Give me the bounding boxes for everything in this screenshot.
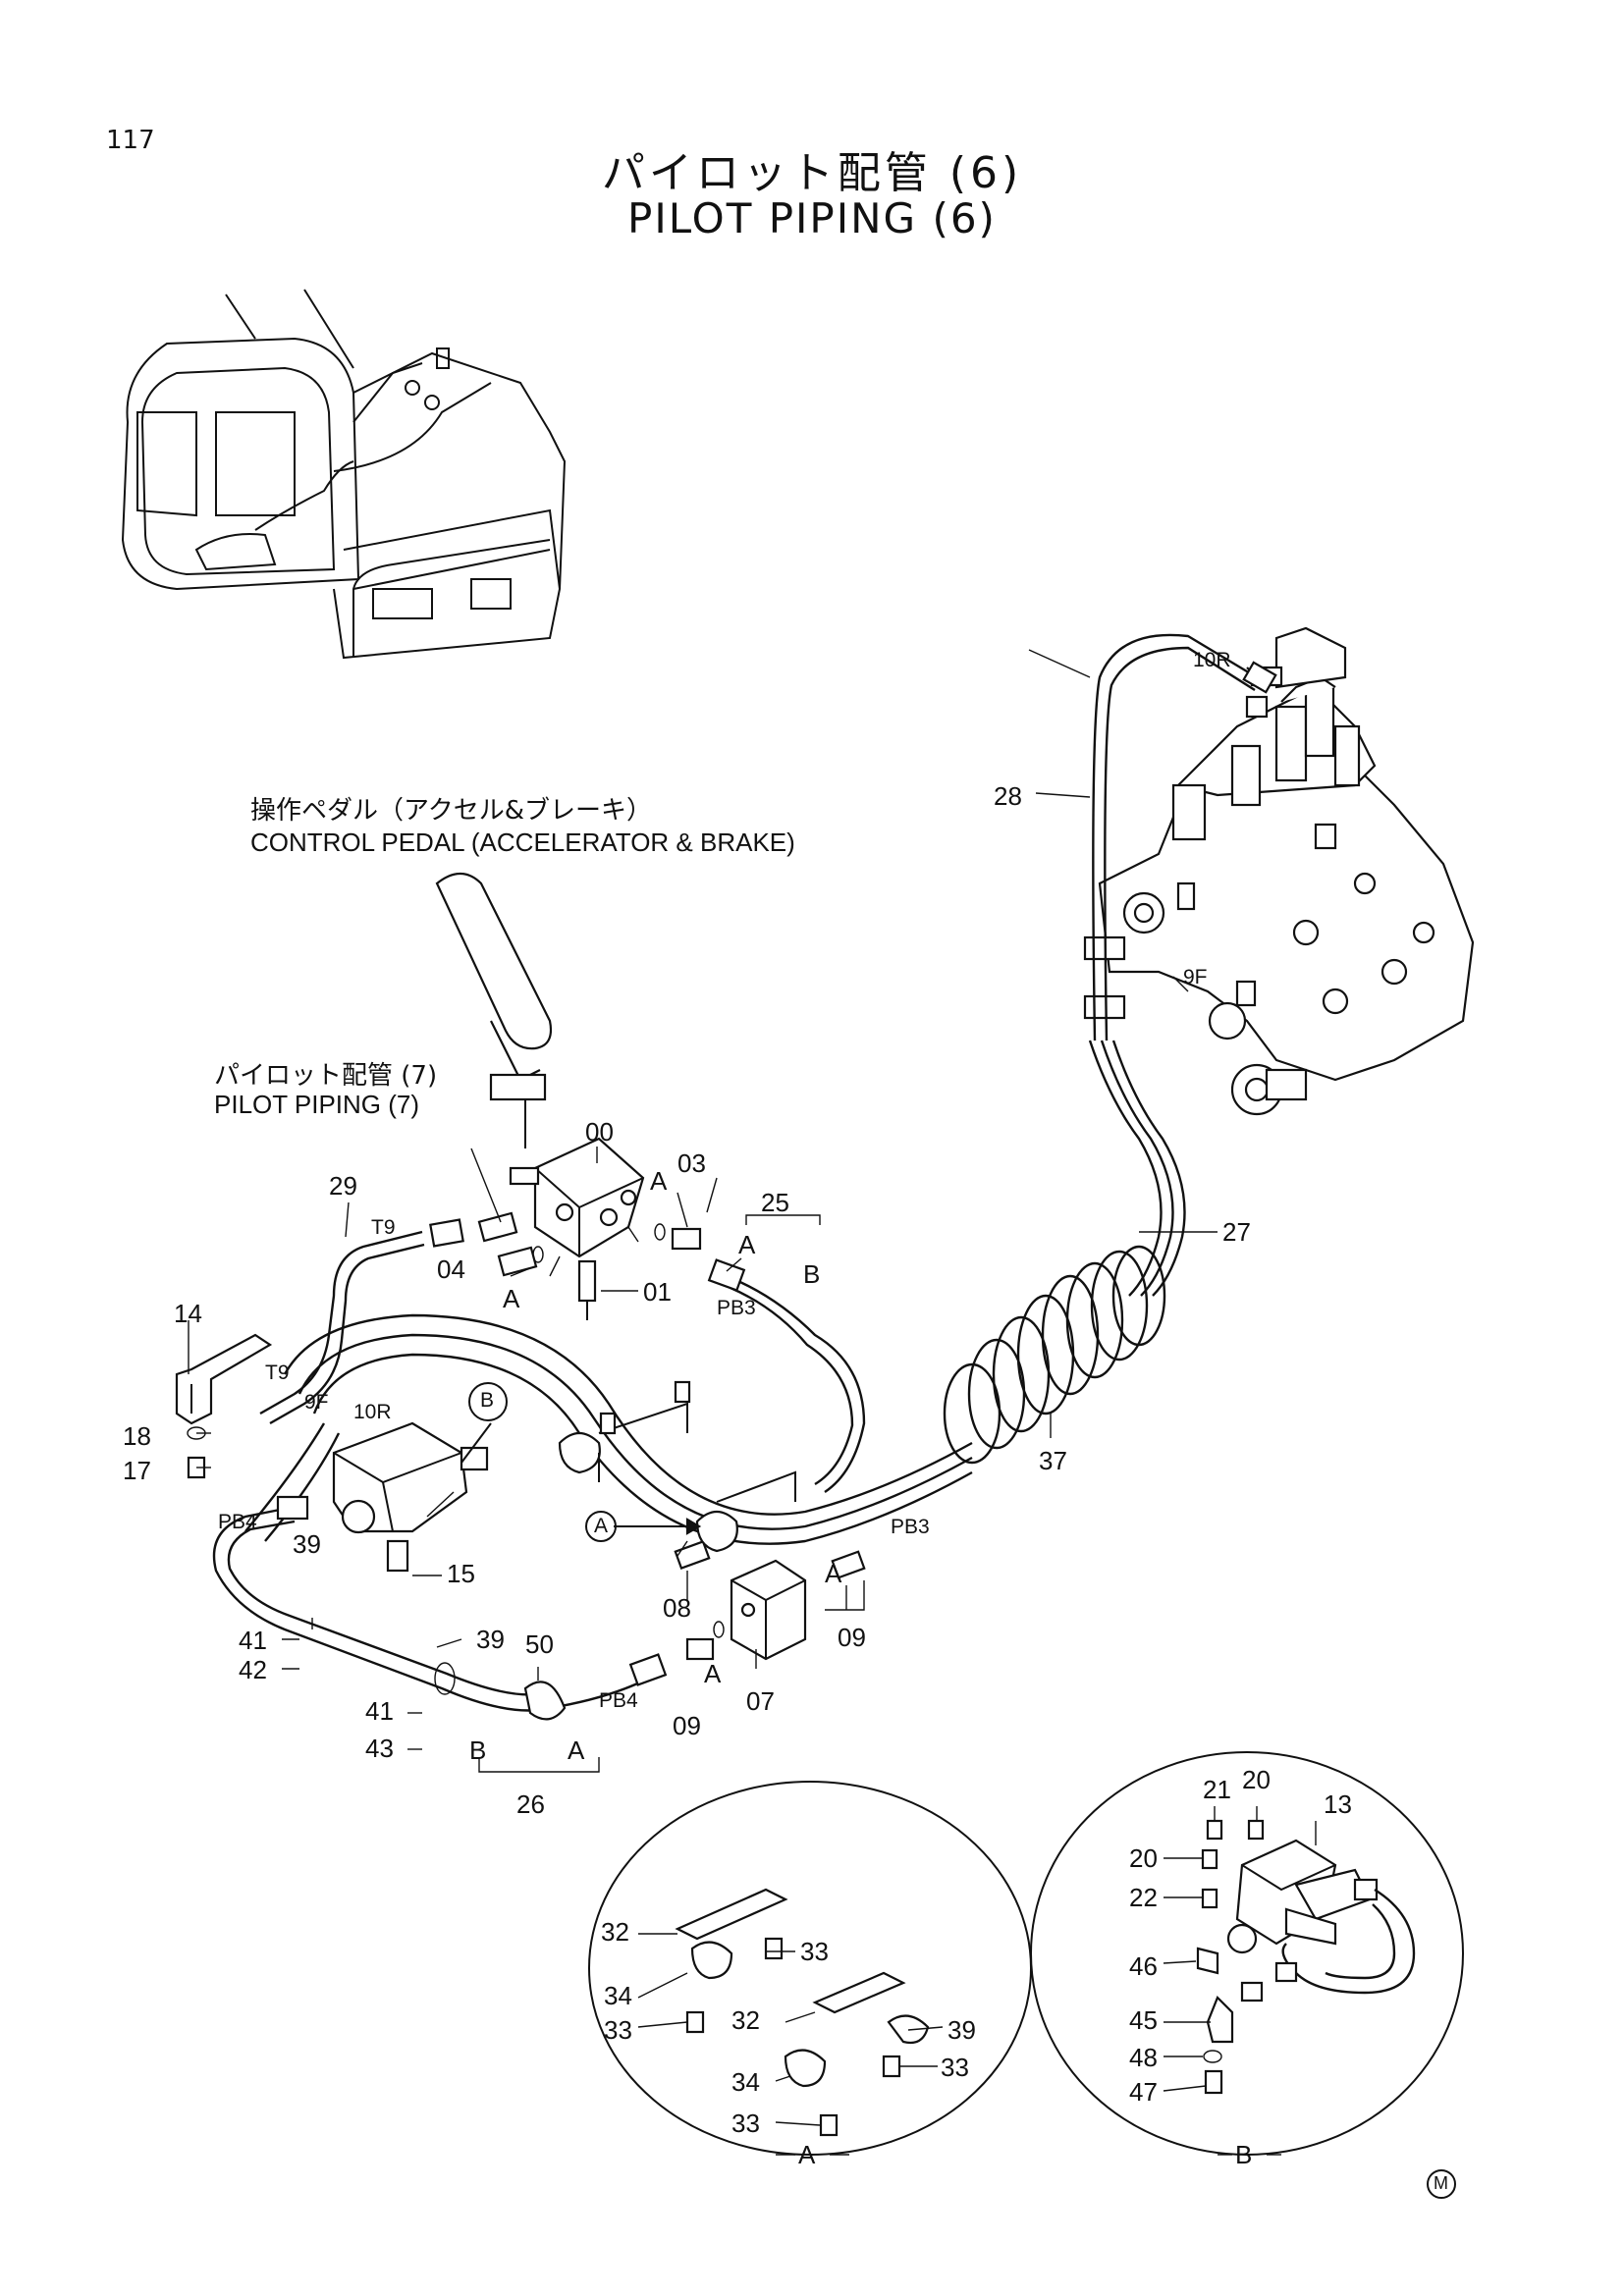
marker-a-09-lower: A [704,1659,722,1688]
callout-42: 42 [239,1655,267,1684]
port-label-t9: T9 [371,1216,396,1239]
callout-33-d: 33 [731,2109,760,2138]
callout-14: 14 [174,1299,202,1328]
callout-37: 37 [1039,1446,1067,1475]
marker-a-03: A [650,1166,668,1196]
callout-13: 13 [1324,1789,1352,1819]
pilot7-caption-japanese: パイロット配管 (7) [214,1061,438,1091]
callout-43: 43 [365,1734,394,1763]
callout-48: 48 [1129,2043,1158,2072]
marker-a-25: A [738,1230,756,1259]
pressure-switch-icon [332,1421,489,1573]
callout-46: 46 [1129,1951,1158,1981]
control-pedal-icon [435,872,553,1148]
callout-01: 01 [643,1277,672,1307]
callout-41: 41 [239,1626,267,1655]
callout-25: 25 [761,1188,789,1217]
callout-00: 00 [585,1117,614,1147]
callout-27: 27 [1222,1217,1251,1247]
marker-a-26: A [568,1735,585,1765]
callout-47: 47 [1129,2077,1158,2107]
callout-17: 17 [123,1456,151,1485]
pilot7-caption: PILOT PIPING (7) [214,1090,420,1119]
callout-39-a: 39 [293,1529,321,1559]
port-label-pb3-right: PB3 [891,1516,930,1538]
marker-a-04: A [503,1284,520,1313]
port-label-pb3: PB3 [717,1297,756,1319]
callout-45: 45 [1129,2005,1158,2035]
pedal-caption: CONTROL PEDAL (ACCELERATOR & BRAKE) [250,828,795,857]
callout-41-lower: 41 [365,1696,394,1726]
callout-20-left: 20 [1129,1843,1158,1873]
pedal-caption-japanese: 操作ペダル（アクセル&ブレーキ） [250,796,652,826]
detail-b-switch-icon [1196,1819,1416,2095]
callout-22: 22 [1129,1883,1158,1912]
circle-marker-b: B [480,1389,495,1412]
port-label-t9-lower: T9 [265,1362,290,1384]
port-label-9f: 9F [1183,966,1208,988]
port-label-9f-lower: 9F [304,1391,329,1414]
marker-a-09: A [825,1559,842,1588]
callout-33-a: 33 [800,1937,829,1966]
callout-20-top: 20 [1242,1765,1271,1794]
callout-39-b: 39 [476,1625,505,1654]
callout-50: 50 [525,1629,554,1659]
detail-a-clamps-icon [675,1888,930,2137]
callout-33-b: 33 [604,2015,632,2045]
callout-09-lower: 09 [673,1711,701,1740]
callout-32: 32 [601,1917,629,1947]
callout-04: 04 [437,1255,465,1284]
control-valve-icon [1083,626,1475,1116]
callout-07: 07 [746,1686,775,1716]
callout-34-lower: 34 [731,2067,760,2097]
port-label-10r-lower: 10R [353,1401,392,1423]
callout-15: 15 [447,1559,475,1588]
port-label-pb4-lower: PB4 [599,1689,638,1712]
marker-b-25: B [803,1259,821,1289]
callout-33-c: 33 [941,2053,969,2082]
corner-mark: M [1434,2173,1448,2193]
callout-34: 34 [604,1981,632,2010]
page-title: PILOT PIPING (6) [627,194,997,242]
detail-a-frame [588,1781,1032,2156]
port-label-10r: 10R [1193,649,1231,671]
detail-a-label: A [798,2140,816,2169]
callout-03: 03 [677,1148,706,1178]
coiled-hose-icon [943,1245,1166,1465]
callout-28: 28 [994,781,1022,811]
port-label-pb4: PB4 [218,1511,257,1533]
excavator-overview-icon [121,289,567,660]
valve-block-icon [730,1559,807,1661]
callout-08: 08 [663,1593,691,1623]
page-number: 117 [106,126,155,155]
callout-21: 21 [1203,1775,1231,1804]
detail-b-label: B [1235,2140,1253,2169]
callout-26: 26 [516,1789,545,1819]
detail-b-frame [1030,1751,1464,2156]
callout-09: 09 [838,1623,866,1652]
callout-29: 29 [329,1171,357,1201]
callout-39-c: 39 [947,2015,976,2045]
valve-block-icon [509,1137,645,1258]
callout-18: 18 [123,1421,151,1451]
circle-marker-a: A [594,1515,609,1537]
marker-b-26: B [469,1735,487,1765]
callout-32-lower: 32 [731,2005,760,2035]
page-title-japanese: パイロット配管 (6) [601,148,1023,198]
